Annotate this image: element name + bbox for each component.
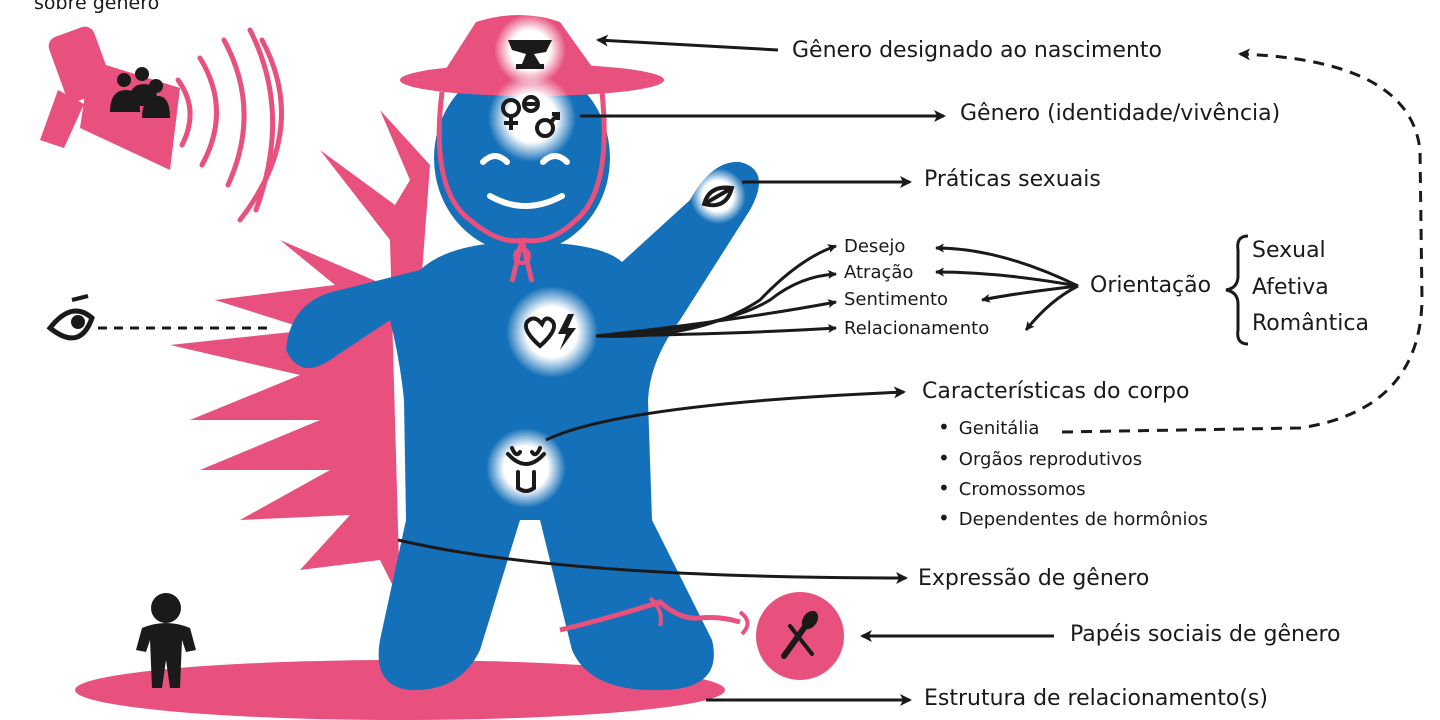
- label-reproductive-organs: Orgãos reprodutivos: [938, 446, 1142, 470]
- label-relationship-structure: Estrutura de relacionamento(s): [924, 686, 1268, 711]
- label-body-characteristics: Características do corpo: [922, 379, 1189, 404]
- label-assigned-gender: Gênero designado ao nascimento: [792, 38, 1162, 63]
- sound-waves: [178, 30, 282, 220]
- label-sexual: Sexual: [1252, 238, 1326, 263]
- label-orientation: Orientação: [1090, 273, 1211, 298]
- label-affective: Afetiva: [1252, 275, 1329, 300]
- label-romantic: Romântica: [1252, 311, 1369, 336]
- label-social-roles: Papéis sociais de gênero: [1070, 622, 1341, 647]
- label-gender-identity: Gênero (identidade/vivência): [960, 101, 1280, 126]
- label-desire: Desejo: [844, 236, 905, 257]
- label-hormones: Dependentes de hormônios: [938, 506, 1208, 530]
- label-gender-expression: Expressão de gênero: [918, 566, 1149, 591]
- label-feeling: Sentimento: [844, 289, 948, 310]
- label-attraction: Atração: [844, 262, 913, 283]
- label-chromosomes: Cromossomos: [938, 476, 1086, 500]
- megaphone-caption: sobre gênero: [34, 0, 159, 14]
- label-sexual-practices: Práticas sexuais: [924, 167, 1101, 192]
- orientation-brace: [1226, 236, 1248, 344]
- label-relationship: Relacionamento: [844, 318, 989, 339]
- label-genitalia: Genitália: [938, 415, 1039, 439]
- megaphone-icon: [40, 24, 180, 170]
- eye-icon: [50, 296, 92, 338]
